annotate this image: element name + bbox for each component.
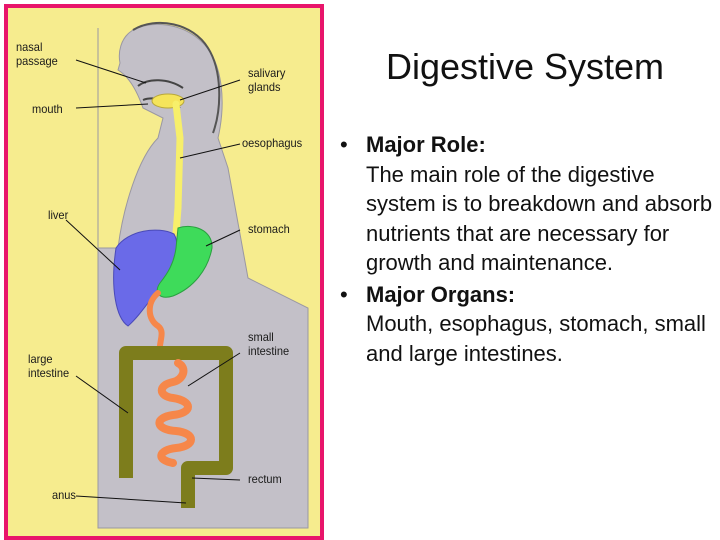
pointer-small-intestine [187,352,241,387]
label-large-intestine: large intestine [28,352,70,380]
pointer-lines [65,59,241,504]
pointer-rectum [191,477,241,481]
pointer-salivary [179,79,241,101]
bullet-text: The main role of the digestive system is… [366,161,713,276]
pointer-large-intestine [75,375,129,414]
large-intestine-shape [119,346,233,508]
bullet-list: • Major Role: The main role of the diges… [340,130,715,370]
bullet-dot: • [340,132,348,157]
head-outline [132,21,221,134]
slide-title: Digestive System [385,46,665,87]
label-rectum: rectum [248,472,282,486]
bullet-major-organs: • Major Organs: Mouth, esophagus, stomac… [340,280,715,369]
label-salivary-glands: salivary glands [248,66,286,94]
label-nasal-passage: nasal passage [16,40,58,68]
pointer-stomach [205,229,241,247]
nasal-cavity [137,79,184,89]
pointer-mouth [75,103,149,109]
pointer-anus [75,495,187,504]
label-anus: anus [52,488,76,502]
bullet-heading: Major Organs: [366,281,516,307]
label-stomach: stomach [248,222,290,236]
small-intestine-upper [146,290,165,356]
small-intestine-coils [155,359,195,467]
digestive-diagram: nasal passage mouth liver large intestin… [4,4,324,540]
oesophagus-shape [172,100,184,237]
pointer-oesophagus [179,143,241,159]
stomach-shape [156,225,213,298]
digestive-illustration [65,21,309,529]
label-mouth: mouth [32,102,63,116]
pointer-liver [65,219,121,271]
pointer-nasal [75,59,147,84]
bullet-dot: • [340,281,348,307]
bullet-text: Mouth, esophagus, stomach, small and lar… [366,311,706,366]
bullet-heading: Major Role: [366,132,486,157]
bullet-major-role: • Major Role: The main role of the diges… [340,130,715,278]
label-small-intestine: small intestine [248,330,290,358]
body-silhouette [97,23,309,529]
label-liver: liver [48,208,69,222]
label-oesophagus: oesophagus [242,136,303,150]
